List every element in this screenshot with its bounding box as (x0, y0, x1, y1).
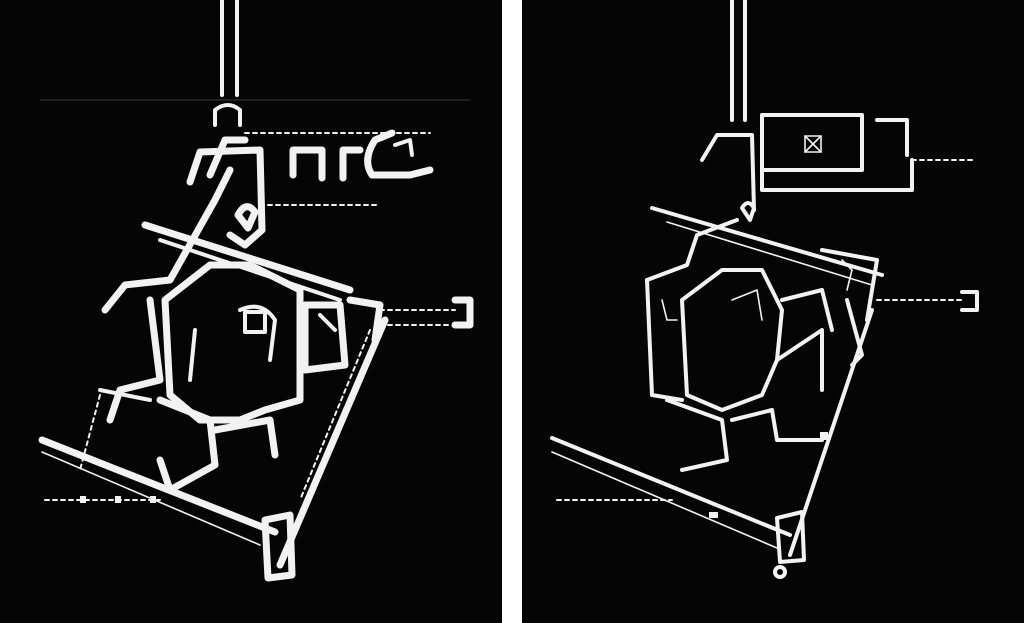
wing-wall (700, 133, 756, 212)
cross-mark (804, 135, 822, 153)
south-room (211, 416, 279, 459)
pier (150, 496, 156, 503)
inner-wall (188, 328, 197, 382)
floor-plan-right-panel (522, 0, 1024, 623)
outer-wall (106, 296, 164, 424)
top-room-block (760, 158, 914, 192)
oval-room (740, 201, 756, 222)
inner-wall (661, 299, 678, 321)
east-block (845, 298, 864, 367)
central-hall (680, 268, 784, 412)
apse (213, 103, 242, 127)
round-pier (773, 565, 787, 579)
pier (80, 496, 86, 503)
room-wall (393, 138, 414, 157)
southwest-wall (550, 436, 792, 537)
east-room (780, 288, 834, 332)
east-block-detail (841, 259, 853, 291)
wing-wall (186, 146, 266, 249)
floor-plan-right-drawing (550, 0, 979, 579)
east-room-detail (318, 313, 337, 332)
dashed-line (299, 329, 371, 501)
south-room (730, 408, 824, 442)
east-room (301, 301, 349, 374)
annex-room (960, 290, 979, 312)
east-diagonal-wall (276, 316, 389, 569)
southwest-wall (38, 436, 279, 536)
floor-plan-left-panel (0, 0, 502, 623)
top-room-block (760, 113, 864, 172)
diagonal-corridor (141, 221, 354, 294)
south-room (156, 396, 219, 494)
south-room (665, 398, 729, 472)
outer-wall (645, 278, 684, 402)
inner-wall (238, 304, 277, 362)
outer-wall (645, 218, 739, 282)
diagonal-corridor (650, 206, 884, 277)
south-tower (261, 511, 296, 582)
east-room (346, 296, 384, 344)
outer-wall (101, 166, 234, 314)
square-room (804, 135, 822, 153)
pier (115, 496, 121, 503)
room-wall (289, 146, 326, 182)
floor-plan-left-drawing (38, 0, 474, 582)
pier (820, 432, 828, 440)
pier (709, 512, 718, 518)
stair (731, 289, 763, 321)
east-room (775, 328, 824, 392)
annex-room (451, 296, 474, 329)
central-hall (161, 261, 304, 424)
room-wall (364, 129, 434, 179)
oval-room (234, 203, 259, 232)
top-room-block (875, 118, 909, 157)
south-tower (775, 510, 806, 564)
wing-wall (206, 136, 249, 179)
east-block (820, 248, 879, 322)
room-wall (339, 146, 364, 182)
niche (243, 310, 267, 334)
south-wall (98, 388, 152, 402)
